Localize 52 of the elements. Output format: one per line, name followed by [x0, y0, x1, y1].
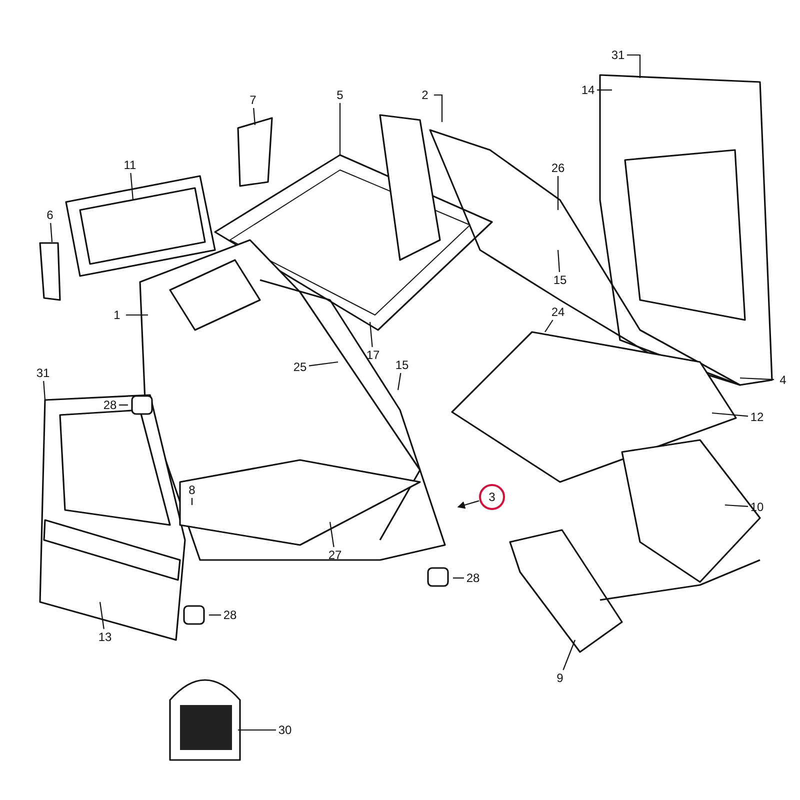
- leader-line: [724, 504, 748, 507]
- leader-line: [308, 361, 338, 366]
- callout-number: 6: [44, 208, 56, 222]
- leader-line: [434, 94, 443, 122]
- callout-number: 26: [549, 161, 567, 175]
- leader-line: [453, 577, 464, 579]
- leader-line: [597, 89, 612, 91]
- leader-line: [339, 103, 341, 155]
- callout-number: 25: [291, 360, 309, 374]
- callout-number: 28: [101, 398, 119, 412]
- leader-line: [562, 640, 576, 670]
- callout-number: 2: [420, 88, 430, 102]
- leader-line: [369, 322, 373, 348]
- callout-number: 28: [464, 571, 482, 585]
- callout-number: 12: [748, 410, 766, 424]
- callout-number: 31: [609, 48, 627, 62]
- leader-line: [126, 314, 148, 316]
- leader-line: [253, 108, 256, 126]
- leader-line: [627, 54, 641, 78]
- callout-number: 13: [96, 630, 114, 644]
- callout-number: 31: [34, 366, 52, 380]
- callout-number: 14: [579, 83, 597, 97]
- callout-number: 15: [551, 273, 569, 287]
- leader-line: [130, 172, 134, 200]
- leader-line: [191, 498, 193, 505]
- callout-number: 15: [393, 358, 411, 372]
- callout-number: 17: [364, 348, 382, 362]
- callout-number: 8: [186, 483, 198, 497]
- callout-number: 7: [248, 93, 258, 107]
- leader-line: [238, 729, 276, 731]
- leader-line: [557, 176, 559, 210]
- callout-number: 3: [479, 484, 505, 510]
- leader-line: [119, 404, 128, 406]
- callout-number: 28: [221, 608, 239, 622]
- leader-line: [557, 250, 560, 272]
- leader-line: [209, 614, 221, 616]
- callout-number: 1: [112, 308, 122, 322]
- leader-line: [740, 377, 774, 380]
- callout-number: 4: [778, 373, 788, 387]
- leader-line: [99, 602, 104, 630]
- callout-number: 24: [549, 305, 567, 319]
- leader-line: [43, 380, 46, 400]
- leader-line: [329, 522, 334, 548]
- callout-number: 5: [334, 88, 346, 102]
- leader-line: [544, 320, 554, 332]
- callout-number: 11: [122, 158, 138, 172]
- leader-line: [397, 372, 402, 390]
- leader-line: [457, 500, 480, 509]
- callout-number: 9: [554, 671, 566, 685]
- callout-number: 30: [276, 723, 294, 737]
- callout-number: 27: [326, 548, 344, 562]
- leader-line: [50, 222, 53, 242]
